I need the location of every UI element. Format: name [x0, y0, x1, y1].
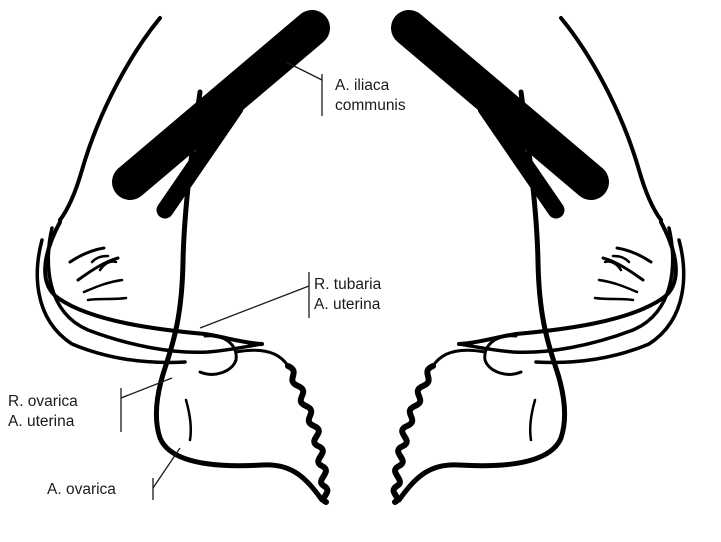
- label-tubaria-1: R. tubaria: [314, 276, 382, 293]
- label-tubaria-2: A. uterina: [314, 296, 381, 313]
- label-iliaca-1: A. iliaca: [335, 77, 390, 94]
- tubaria-leader: [200, 286, 309, 328]
- label-ovarica-r-2: A. uterina: [8, 413, 75, 430]
- label-ovarica-r-1: R. ovarica: [8, 393, 78, 410]
- right-vessel-tree: [394, 18, 684, 502]
- iliaca-leader: [286, 62, 322, 80]
- label-ovarica-a: A. ovarica: [47, 481, 116, 498]
- left-vessel-tree: [37, 18, 327, 502]
- ovarica-leader: [153, 448, 180, 488]
- label-iliaca-2: communis: [335, 97, 406, 114]
- ovarica-r-leader: [121, 378, 172, 398]
